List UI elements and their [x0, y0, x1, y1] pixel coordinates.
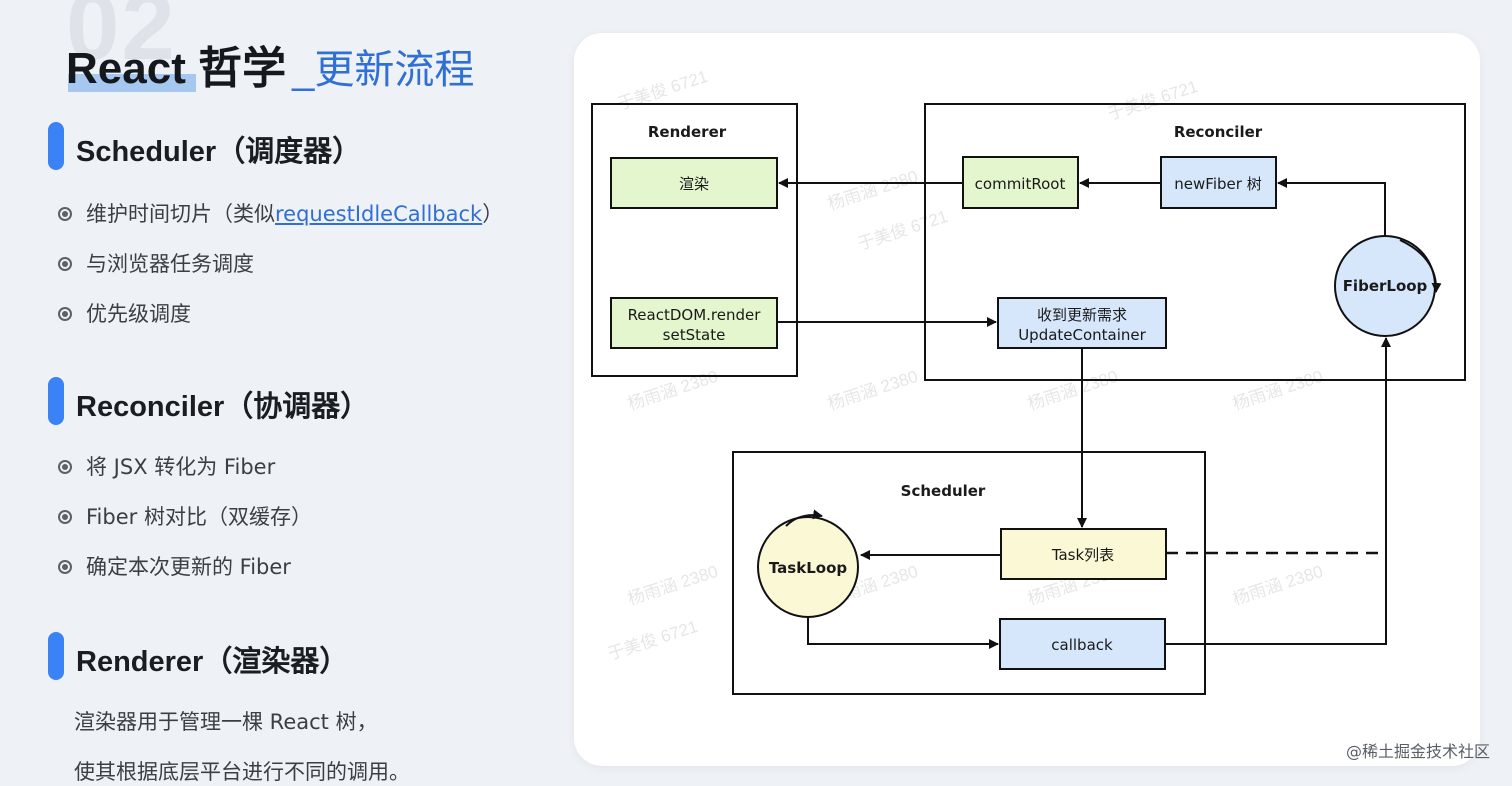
render-box-label: 渲染: [679, 175, 709, 193]
callback-label: callback: [1051, 636, 1113, 654]
arrow-taskloop-to-callback: [807, 617, 999, 649]
scheduler-container-label: Scheduler: [901, 482, 986, 500]
update-request-label: 收到更新需求: [1037, 306, 1127, 324]
reconciler-bullets: 将 JSX 转化为 Fiber Fiber 树对比（双缓存） 确定本次更新的 F…: [56, 451, 312, 601]
bullet-icon: [58, 207, 72, 221]
title-main: React 哲学: [66, 44, 287, 93]
reconciler-container-label: Reconciler: [1174, 123, 1263, 141]
section-heading: Reconciler（协调器）: [76, 391, 370, 423]
watermark: 于美俊 6721: [1105, 77, 1200, 124]
taskloop-cycle-arrow: [785, 509, 823, 527]
watermark: 杨雨涵 2380: [1025, 367, 1120, 414]
newfiber-box: [1160, 156, 1277, 209]
watermark: 杨雨涵 2380: [1230, 562, 1325, 609]
reconciler-container: [924, 103, 1466, 381]
section-marker: [48, 377, 64, 425]
reactdom-render-box: [610, 297, 778, 349]
renderer-paragraph-line-1: 渲染器用于管理一棵 React 树，: [74, 710, 378, 734]
renderer-paragraph-line-2: 使其根据底层平台进行不同的调用。: [74, 760, 410, 784]
requestidlecallback-link[interactable]: requestIdleCallback: [275, 202, 483, 226]
update-container-box: [997, 297, 1167, 349]
watermark: 于美俊 6721: [605, 617, 700, 664]
arrow-fiberloop-to-newfiber: [1277, 178, 1386, 236]
scheduler-container: [732, 451, 1206, 695]
watermark: 杨雨涵 2380: [625, 367, 720, 414]
list-item: 确定本次更新的 Fiber: [56, 551, 312, 601]
title-highlight: [68, 74, 196, 92]
bullet-icon: [58, 307, 72, 321]
flow-arrows: [777, 178, 1391, 649]
setstate-label: setState: [663, 326, 726, 344]
renderer-container: [591, 103, 798, 377]
arrow-callback-to-fiberloop: [1165, 337, 1391, 645]
taskloop-label: TaskLoop: [769, 559, 847, 577]
scheduler-bullets: 维护时间切片（类似requestIdleCallback） 与浏览器任务调度 优…: [56, 198, 503, 348]
watermark: 于美俊 6721: [855, 207, 950, 254]
list-item: 与浏览器任务调度: [56, 248, 503, 298]
newfiber-label: newFiber 树: [1174, 175, 1261, 193]
bullet-icon: [58, 560, 72, 574]
renderer-container-label: Renderer: [648, 123, 727, 141]
list-item: 优先级调度: [56, 298, 503, 348]
bullet-icon: [58, 510, 72, 524]
list-item: Fiber 树对比（双缓存）: [56, 501, 312, 551]
fiberloop-label: FiberLoop: [1343, 277, 1428, 295]
list-item: 维护时间切片（类似requestIdleCallback）: [56, 198, 503, 248]
watermark: 杨雨涵 2380: [625, 562, 720, 609]
page-title: React 哲学_更新流程: [66, 32, 474, 96]
watermark: 杨雨涵 2380: [1230, 367, 1325, 414]
bullet-icon: [58, 257, 72, 271]
background-number: 02: [66, 0, 177, 80]
commitroot-label: commitRoot: [975, 175, 1066, 193]
section-marker: [48, 122, 64, 170]
watermark: 杨雨涵 2380: [825, 367, 920, 414]
list-item: 将 JSX 转化为 Fiber: [56, 451, 312, 501]
callback-box: [999, 618, 1166, 670]
watermark: 杨雨涵 2380: [825, 167, 920, 214]
title-sub: _更新流程: [292, 48, 475, 92]
section-heading: Renderer（渲染器）: [76, 646, 349, 678]
bullet-icon: [58, 460, 72, 474]
reactdom-render-label: ReactDOM.render: [628, 306, 762, 324]
section-heading: Scheduler（调度器）: [76, 136, 362, 168]
watermark: 于美俊 6721: [615, 67, 710, 114]
footer-credit: @稀土掘金技术社区: [1345, 742, 1490, 761]
render-box: [610, 157, 778, 209]
fiberloop-cycle-arrow: [1399, 239, 1442, 293]
section-marker: [48, 632, 64, 680]
task-list-label: Task列表: [1051, 546, 1114, 564]
update-container-label: UpdateContainer: [1018, 326, 1146, 344]
commitroot-box: [962, 156, 1079, 209]
